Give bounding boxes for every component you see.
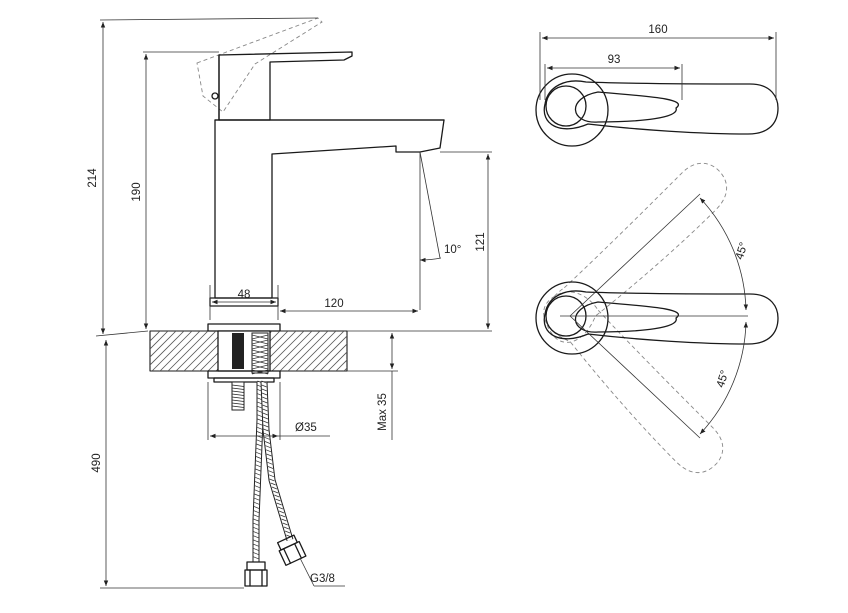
top-view-lever [543,80,779,135]
hose-fitting-left [246,561,266,571]
top-view-rotation: 45° 45° [535,162,779,474]
rotation-base-circle [535,281,609,355]
ghost-lever-rotated-up [545,162,728,343]
dim-top-lever-length: 93 [608,54,621,66]
ghost-lever [196,17,323,113]
top-view-base-circle [535,73,609,147]
faucet-body [214,119,445,299]
lever-handle [218,51,353,121]
dim-rotation-lower: 45° [715,369,732,389]
mounting-stud [232,333,244,369]
dim-spout-angle: 10° [444,244,461,256]
dim-thread: G3/8 [310,573,335,585]
dim-rotation-upper: 45° [734,241,751,261]
dim-base-width: 48 [238,289,251,301]
dim-overall-height: 214 [87,168,99,188]
rotation-lever [543,290,779,345]
lever-pivot [211,92,219,100]
dim-max-countertop: Max 35 [377,393,389,431]
dim-spout-height: 190 [131,182,143,201]
dim-spout-clearance: 121 [475,232,487,251]
side-view: 214 190 121 10° 48 120 Max 35 Ø35 490 G3… [87,17,492,589]
dim-top-total-length: 160 [648,24,667,36]
ghost-lever-rotated-down [543,291,724,474]
dim-hose-length: 490 [91,453,103,472]
flexible-hoses [252,380,294,562]
dim-spout-reach: 120 [324,298,343,310]
top-view-lever-length: 160 93 [535,24,779,147]
mounting-nut [207,370,281,379]
dim-hole-diameter: Ø35 [295,422,317,434]
